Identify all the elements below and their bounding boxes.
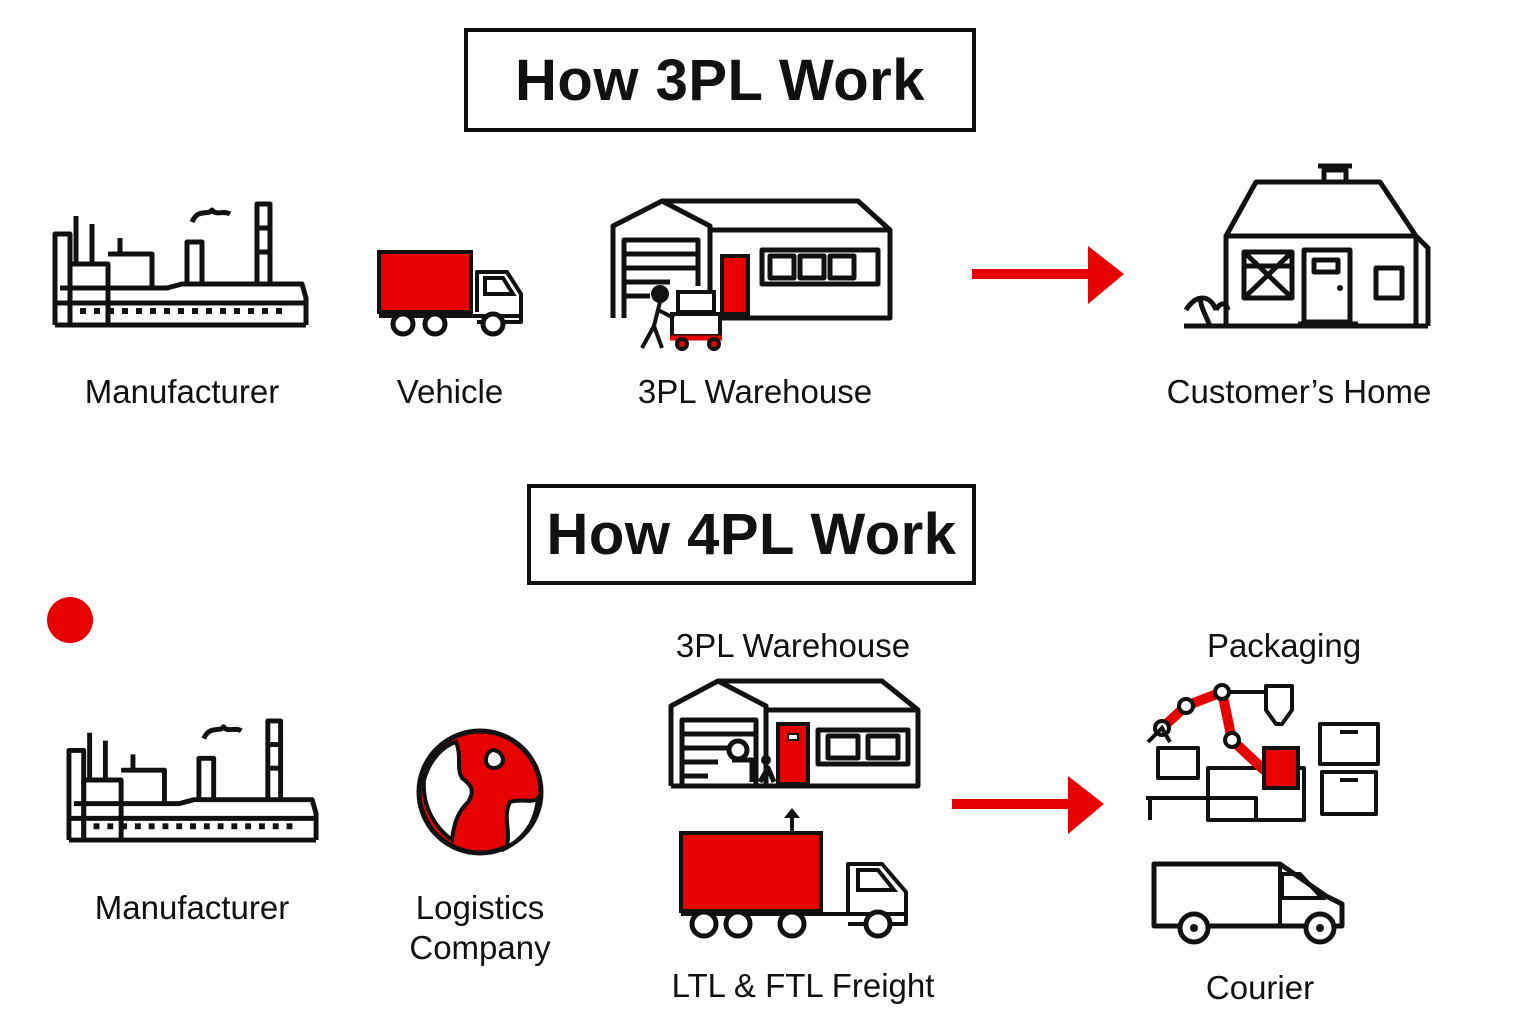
arrow-right-icon <box>972 246 1124 304</box>
arrow-up-icon <box>784 808 800 834</box>
label-logistics-line2: Company <box>409 929 551 966</box>
label-manufacturer-4pl: Manufacturer <box>94 889 290 926</box>
house-icon <box>1183 163 1431 329</box>
factory-icon <box>66 718 319 843</box>
globe-icon <box>416 728 544 856</box>
label-customers-home: Customer’s Home <box>1166 373 1432 410</box>
van-icon <box>1151 861 1345 945</box>
label-logistics-company: Logistics Company <box>380 888 580 968</box>
warehouse-icon <box>668 678 921 789</box>
label-ltl-ftl-freight: LTL & FTL Freight <box>671 967 935 1004</box>
label-courier: Courier <box>1205 969 1315 1006</box>
robot-arm-icon <box>1146 683 1380 822</box>
factory-icon <box>52 201 309 328</box>
label-3pl-warehouse: 3PL Warehouse <box>637 373 873 410</box>
truck-icon <box>377 250 523 337</box>
title-4pl: How 4PL Work <box>527 484 976 585</box>
arrow-right-icon <box>952 776 1104 834</box>
truck-icon <box>679 831 908 939</box>
label-logistics-line1: Logistics <box>415 889 545 926</box>
label-vehicle: Vehicle <box>396 373 504 410</box>
label-packaging: Packaging <box>1206 627 1362 664</box>
warehouse-icon <box>610 198 893 351</box>
label-3pl-warehouse-4pl: 3PL Warehouse <box>675 627 911 664</box>
red-dot-icon <box>47 597 93 643</box>
title-3pl: How 3PL Work <box>464 28 976 132</box>
label-manufacturer-3pl: Manufacturer <box>84 373 280 410</box>
